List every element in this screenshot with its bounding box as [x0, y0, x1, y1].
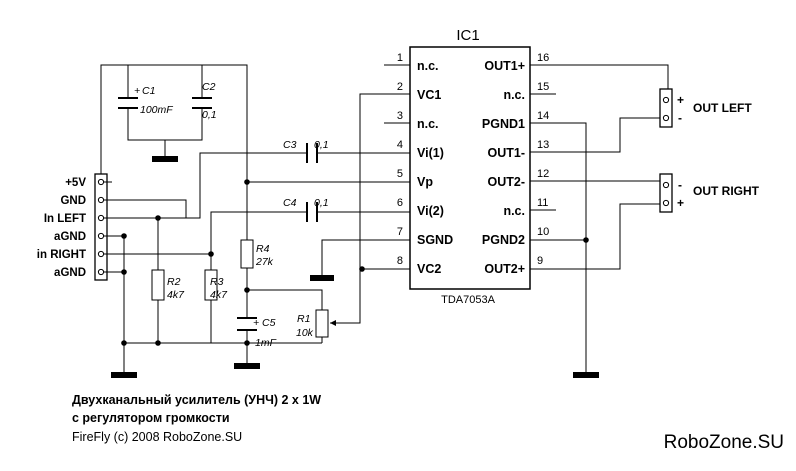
- pin-number-6: 6: [397, 197, 403, 209]
- r3-value: 4k7: [210, 289, 228, 301]
- c1-value: 100mF: [140, 104, 173, 116]
- out-right-top-sign: -: [678, 178, 682, 192]
- pin-label-12: OUT2-: [488, 175, 526, 189]
- pin-number-15: 15: [537, 81, 549, 93]
- out-left-bottom-sign: -: [678, 111, 682, 125]
- pin-number-3: 3: [397, 110, 403, 122]
- pin-number-13: 13: [537, 139, 549, 151]
- pin-number-7: 7: [397, 226, 403, 238]
- r1-value: 10k: [296, 327, 314, 339]
- pin-label-8: VC2: [417, 262, 441, 276]
- pin-label-14: PGND1: [482, 117, 525, 131]
- pin-number-16: 16: [537, 52, 549, 64]
- resistor-r4: R4 27k: [240, 239, 274, 269]
- r1-name: R1: [297, 313, 310, 325]
- out-left-top-sign: +: [677, 93, 684, 107]
- pin-label-5: Vp: [417, 175, 433, 189]
- ground-agnd: [111, 372, 137, 378]
- caption-credit: FireFly (c) 2008 RoboZone.SU: [72, 430, 242, 444]
- pin-number-4: 4: [397, 139, 403, 151]
- input-pin-right: in RIGHT: [37, 249, 86, 261]
- output-right-connector: - + OUT RIGHT: [659, 173, 760, 213]
- pin-number-2: 2: [397, 81, 403, 93]
- wires: [100, 64, 669, 372]
- caption-title-line2: с регулятором громкости: [72, 411, 230, 425]
- pin-label-13: OUT1-: [488, 146, 526, 160]
- c1-name: C1: [142, 85, 155, 97]
- pin-number-11: 11: [537, 197, 548, 209]
- pin-number-9: 9: [537, 255, 543, 267]
- pin-number-1: 1: [397, 52, 403, 64]
- input-pin-5v: +5V: [65, 177, 86, 189]
- brand-watermark: RoboZone.SU: [664, 432, 784, 453]
- ground-symbols: [111, 156, 599, 378]
- ic1: IC1 TDA7053A n.c. VC1 n.c. Vi(1) Vp Vi(2…: [397, 27, 549, 306]
- pin-label-1: n.c.: [417, 59, 439, 73]
- c4-name: C4: [283, 197, 297, 209]
- pin-number-14: 14: [537, 110, 549, 122]
- c5-plus: +: [253, 317, 259, 329]
- c4-value: 0,1: [314, 197, 329, 209]
- pin-number-10: 10: [537, 226, 549, 238]
- input-connector: +5V GND In LEFT aGND in RIGHT aGND: [37, 173, 186, 281]
- output-left-connector: + - OUT LEFT: [659, 88, 752, 128]
- pin-label-4: Vi(1): [417, 146, 444, 160]
- potentiometer-r1: R1 10k: [296, 309, 344, 339]
- caption-title-line1: Двухканальный усилитель (УНЧ) 2 x 1W: [72, 393, 321, 407]
- r3-name: R3: [210, 276, 224, 288]
- r4-value: 27k: [255, 256, 274, 268]
- pin-number-8: 8: [397, 255, 403, 267]
- c3-value: 0,1: [314, 139, 329, 151]
- pin-label-3: n.c.: [417, 117, 439, 131]
- c2-name: C2: [202, 81, 216, 93]
- capacitor-c2: C2 0,1: [192, 81, 217, 121]
- resistor-r3: R3 4k7: [204, 269, 228, 301]
- c3-name: C3: [283, 139, 297, 151]
- ground-c1c2: [152, 156, 178, 162]
- pin-label-2: VC1: [417, 88, 441, 102]
- out-right-bottom-sign: +: [677, 196, 684, 210]
- resistor-r2: R2 4k7: [151, 269, 185, 301]
- pin-label-15: n.c.: [503, 88, 525, 102]
- ground-c5: [234, 363, 260, 369]
- input-pin-gnd: GND: [60, 195, 86, 207]
- capacitor-c1: + C1 100mF: [118, 85, 173, 116]
- r2-value: 4k7: [167, 289, 185, 301]
- c5-name: C5: [262, 317, 276, 329]
- capacitor-c4: C4 0,1: [283, 197, 329, 222]
- ground-sgnd: [310, 275, 334, 281]
- r4-name: R4: [256, 243, 270, 255]
- pin-label-6: Vi(2): [417, 204, 444, 218]
- input-pin-left: In LEFT: [44, 213, 86, 225]
- ic-name: IC1: [456, 27, 479, 44]
- pin-label-7: SGND: [417, 233, 453, 247]
- c1-plus: +: [134, 85, 140, 97]
- c5-value: 1mF: [255, 337, 277, 349]
- ic-body: [409, 46, 531, 290]
- capacitor-c5: + C5 1mF: [237, 317, 277, 349]
- input-pin-agnd-2: aGND: [54, 267, 86, 279]
- out-left-label: OUT LEFT: [693, 101, 752, 115]
- c2-value: 0,1: [202, 109, 217, 121]
- junctions: [121, 179, 589, 346]
- pin-label-11: n.c.: [503, 204, 525, 218]
- ic-part-number: TDA7053A: [441, 294, 495, 306]
- capacitor-c3: C3 0,1: [283, 139, 329, 163]
- out-right-label: OUT RIGHT: [693, 184, 760, 198]
- ground-pgnd: [573, 372, 599, 378]
- pin-label-9: OUT2+: [484, 262, 525, 276]
- pin-number-12: 12: [537, 168, 549, 180]
- input-pin-agnd-1: aGND: [54, 231, 86, 243]
- pin-number-5: 5: [397, 168, 403, 180]
- r2-name: R2: [167, 276, 181, 288]
- pin-label-16: OUT1+: [484, 59, 525, 73]
- pin-label-10: PGND2: [482, 233, 525, 247]
